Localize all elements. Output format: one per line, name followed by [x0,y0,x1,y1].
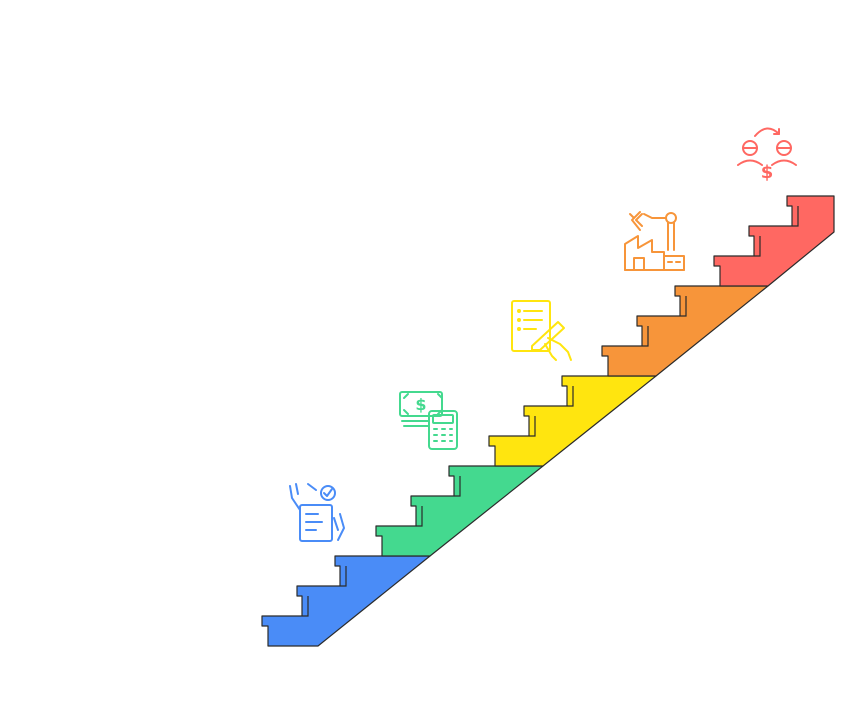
budget-calculator-icon: $ [399,391,458,450]
stair-segment-5-shape [713,195,835,287]
stair-segment-2 [375,465,544,557]
customer-exchange-icon: $ [737,127,797,183]
stair-segment-2-riser-lines [416,476,461,527]
stair-segment-1 [261,555,431,647]
stair-segment-3-riser-lines [529,386,574,437]
stair-segment-4 [601,285,769,377]
robotic-factory-icon [624,211,685,271]
svg-text:$: $ [761,162,774,183]
stair-segment-1-riser-lines [302,566,347,617]
stair-segment-5 [713,195,835,287]
stair-segment-4-shape [601,285,769,377]
stair-segment-4-riser-lines [642,296,687,347]
stair-segment-3 [488,375,657,467]
approval-checklist-icon [289,483,345,542]
stair-segment-5-riser-lines [754,206,799,257]
svg-text:$: $ [415,395,426,414]
contract-signing-icon [511,300,572,361]
